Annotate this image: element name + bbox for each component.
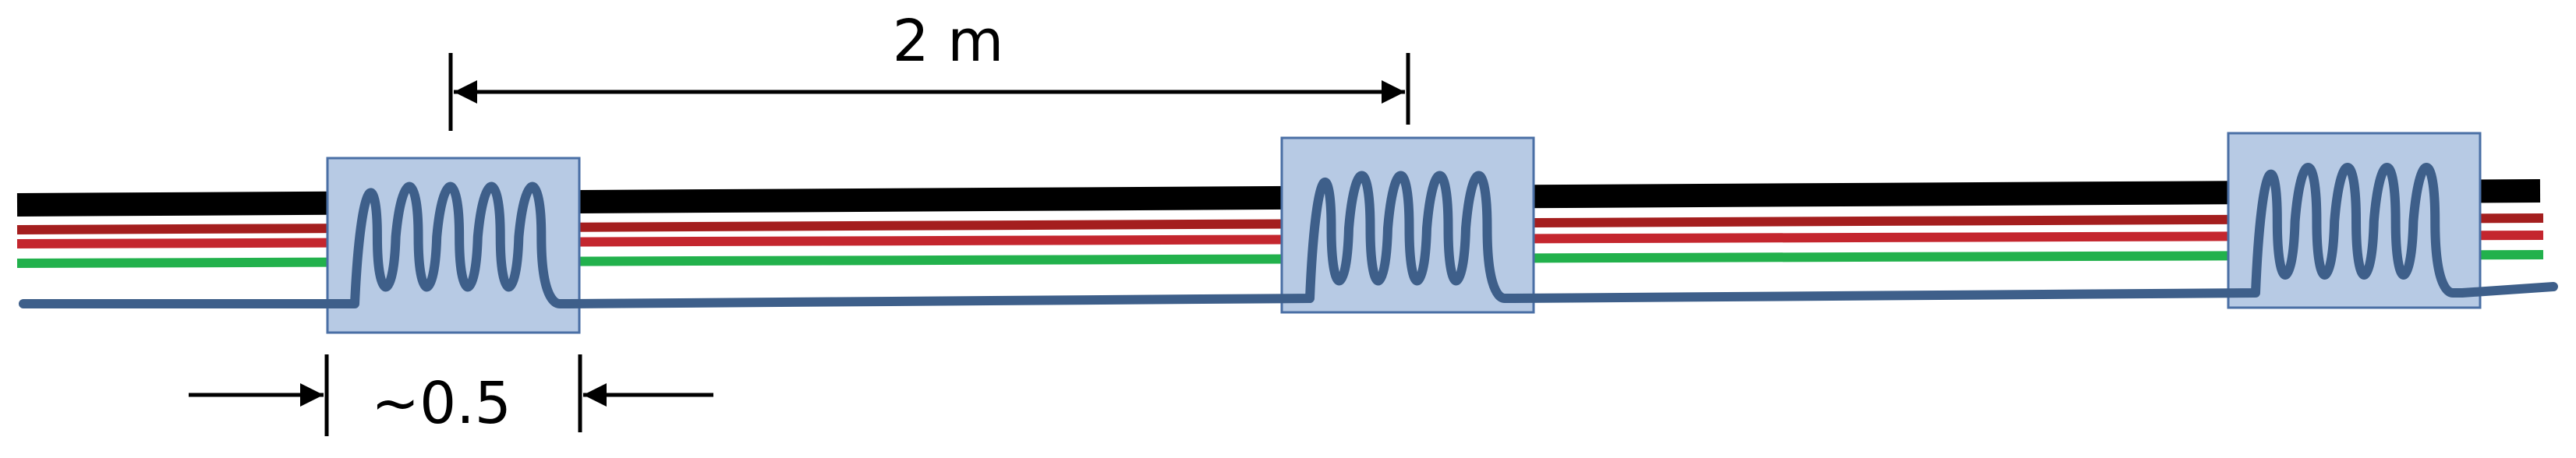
blue-cable-with-coils [19,163,2558,308]
coil-width-label: ~0.5 [371,370,511,437]
spacing-label: 2 m [893,8,1004,75]
spacing-dimension: 2 m [448,8,1410,131]
coil-width-dimension: ~0.5 [189,354,713,437]
